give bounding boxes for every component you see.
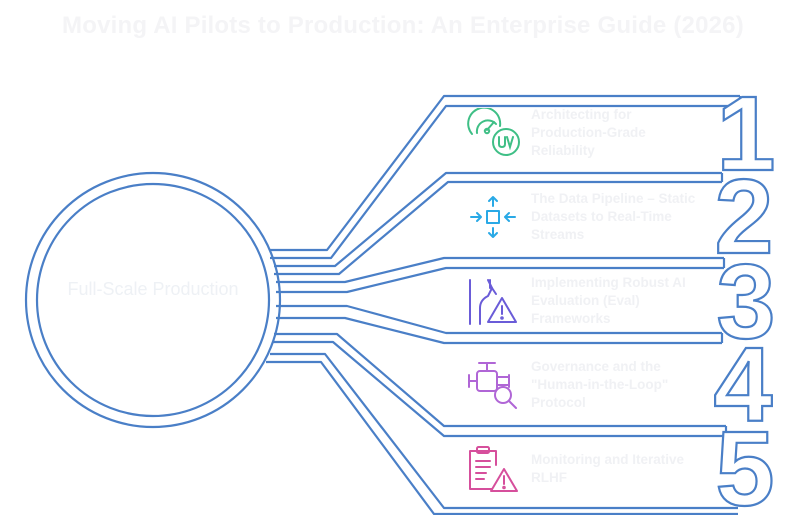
connector-5 xyxy=(272,332,726,438)
hub-circle xyxy=(24,171,282,429)
connector-4 xyxy=(276,304,722,345)
speedometer-uv-icon xyxy=(467,108,520,156)
step-number-4: 4 xyxy=(714,326,773,444)
connector-1 xyxy=(270,94,740,260)
step-label-1: Architecting for Production-Grade Reliab… xyxy=(531,107,646,158)
step-number-5: 5 xyxy=(716,410,775,515)
focus-arrows-icon xyxy=(470,196,516,238)
step-label-5: Monitoring and Iterative RLHF xyxy=(531,452,685,485)
step-number-3: 3 xyxy=(717,243,776,361)
step-label-3: Implementing Robust AI Evaluation (Eval)… xyxy=(531,275,686,326)
connector-3 xyxy=(276,256,724,294)
step-number-2: 2 xyxy=(715,158,774,276)
step-label-2: The Data Pipeline – Static Datasets to R… xyxy=(531,191,696,242)
clipboard-warning-icon xyxy=(469,446,518,492)
hub-label: Full-Scale Production xyxy=(67,279,239,299)
page-title: Moving AI Pilots to Production: An Enter… xyxy=(62,12,744,39)
step-number-1: 1 xyxy=(717,75,776,193)
road-warning-icon xyxy=(469,279,517,325)
connector-2 xyxy=(274,171,722,276)
valve-search-icon xyxy=(468,362,517,409)
box-edges xyxy=(720,96,742,436)
connector-6 xyxy=(266,352,738,515)
step-label-4: Governance and the "Human-in-the-Loop" P… xyxy=(531,359,669,410)
